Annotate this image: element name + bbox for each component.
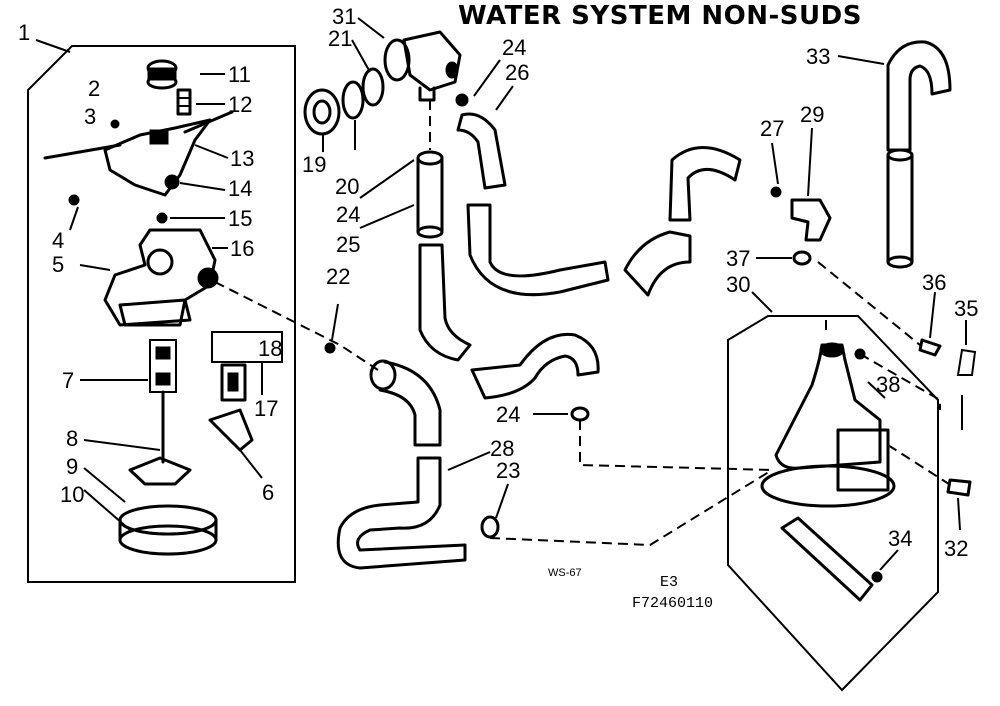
hose-vertical-part xyxy=(418,243,472,362)
screw-32-part xyxy=(946,478,972,497)
dispenser-panel xyxy=(727,315,977,692)
shaft-part xyxy=(43,143,122,160)
gasket-part xyxy=(156,212,168,224)
outlet-fitting-part xyxy=(303,30,462,136)
callout-18: 18 xyxy=(258,336,282,361)
dispenser-part xyxy=(774,343,882,470)
washer-37-part xyxy=(792,250,812,266)
callout-14: 14 xyxy=(228,176,252,201)
callout-22: 22 xyxy=(326,264,350,289)
callout-27: 27 xyxy=(760,116,784,141)
elbow-hose-part xyxy=(369,359,442,447)
hose-long-part xyxy=(466,203,610,297)
washer-24-part xyxy=(570,406,590,422)
screw-part xyxy=(110,119,120,129)
callout-20: 20 xyxy=(335,174,359,199)
alignment-lines xyxy=(214,100,953,547)
callout-28: 28 xyxy=(490,436,514,461)
callout-5: 5 xyxy=(52,252,64,277)
callout-6: 6 xyxy=(262,480,274,505)
callout-labels: 1 2 3 4 5 6 7 8 9 10 11 12 13 14 15 16 1… xyxy=(18,4,978,561)
callout-4: 4 xyxy=(52,228,64,253)
dispenser-box-part xyxy=(836,428,890,492)
callout-19: 19 xyxy=(302,152,326,177)
pulley-part xyxy=(146,59,178,90)
diagram-title: WATER SYSTEM NON-SUDS xyxy=(458,1,862,31)
ws-code: WS-67 xyxy=(548,567,582,579)
hose-assembly xyxy=(303,30,832,570)
callout-7: 7 xyxy=(62,368,74,393)
callout-31: 31 xyxy=(332,4,356,29)
dispenser-panel-border xyxy=(727,315,939,692)
pump-housing-part xyxy=(103,228,219,327)
seal-assembly-part xyxy=(149,339,177,464)
hose-27-part xyxy=(668,146,742,222)
screw-36-part xyxy=(918,338,942,357)
callout-37: 37 xyxy=(726,246,750,271)
callout-33: 33 xyxy=(806,44,830,69)
callout-9: 9 xyxy=(66,454,78,479)
callout-24-mid: 24 xyxy=(336,202,360,227)
callout-24-top: 24 xyxy=(502,35,526,60)
callout-21: 21 xyxy=(328,26,352,51)
callout-25: 25 xyxy=(336,232,360,257)
callout-12: 12 xyxy=(228,92,252,117)
small-clamp-part xyxy=(324,342,336,354)
callout-17: 17 xyxy=(254,396,278,421)
hose-26-part xyxy=(456,112,507,190)
callout-26: 26 xyxy=(505,60,529,85)
valve-body-part xyxy=(103,110,234,197)
hose-bottom-part xyxy=(336,456,467,570)
leader-lines xyxy=(322,17,967,571)
belt-ring-part xyxy=(118,504,218,556)
callout-24-lower: 24 xyxy=(496,402,520,427)
hose-lower-right-part xyxy=(623,230,692,297)
washer-part xyxy=(68,194,80,206)
callout-16: 16 xyxy=(230,236,254,261)
clip-27-part xyxy=(770,186,782,198)
pump-assembly-panel xyxy=(27,39,296,583)
callout-30: 30 xyxy=(726,272,750,297)
impeller-part xyxy=(128,456,192,486)
callout-10: 10 xyxy=(60,482,84,507)
section-code: E3 xyxy=(660,574,678,591)
hose-s-part xyxy=(470,332,600,400)
callout-35: 35 xyxy=(954,296,978,321)
callout-36: 36 xyxy=(922,270,946,295)
callout-2: 2 xyxy=(88,76,100,101)
callout-34: 34 xyxy=(888,526,912,551)
callout-15: 15 xyxy=(228,206,252,231)
callout-3: 3 xyxy=(84,104,96,129)
fitting-29-part xyxy=(790,198,832,242)
bracket-part xyxy=(208,331,283,452)
bracket-34-part xyxy=(780,516,874,602)
callout-1: 1 xyxy=(18,20,30,45)
callout-11: 11 xyxy=(228,62,251,87)
figure-code: F72460110 xyxy=(632,595,713,612)
callout-8: 8 xyxy=(66,426,78,451)
hose-33-part xyxy=(886,40,952,269)
panel-border xyxy=(27,45,296,583)
callout-32: 32 xyxy=(944,536,968,561)
hose-clip-part xyxy=(480,515,500,539)
callout-38: 38 xyxy=(876,372,900,397)
hose-25-part xyxy=(416,150,444,239)
clip-35-part xyxy=(956,348,977,376)
callout-13: 13 xyxy=(230,146,254,171)
clamp-part xyxy=(455,93,469,107)
callout-29: 29 xyxy=(800,102,824,127)
spring-part xyxy=(176,88,192,116)
callout-23: 23 xyxy=(496,458,520,483)
